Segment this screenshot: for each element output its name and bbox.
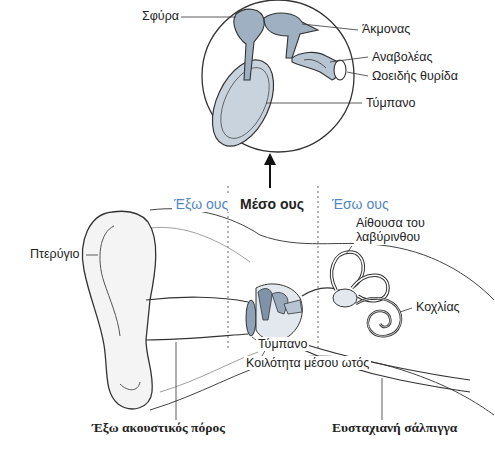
part-label: Κοιλότητα μέσου ωτός — [244, 356, 371, 370]
part-label: Τύμπανο — [256, 337, 309, 351]
region-label: Έξω ους — [172, 196, 230, 212]
part-label: Άκμονας — [360, 22, 412, 36]
part-label: Πτερύγιο — [28, 247, 81, 261]
part-label: Αναβολέας — [370, 50, 435, 64]
part-label: Ευσταχιανή σάλπιγγα — [330, 420, 459, 436]
part-label: Κοχλίας — [414, 300, 462, 314]
part-label: Έξω ακουστικός πόρος — [90, 420, 227, 436]
region-label: Έσω ους — [330, 196, 391, 212]
part-label: Αίθουσα του λαβύρινθου — [354, 216, 470, 245]
part-label: Ωοειδής θυρίδα — [370, 69, 460, 83]
part-label: Σφύρα — [140, 9, 181, 23]
region-label: Μέσο ους — [238, 196, 306, 212]
part-label: Τύμπανο — [364, 96, 417, 110]
